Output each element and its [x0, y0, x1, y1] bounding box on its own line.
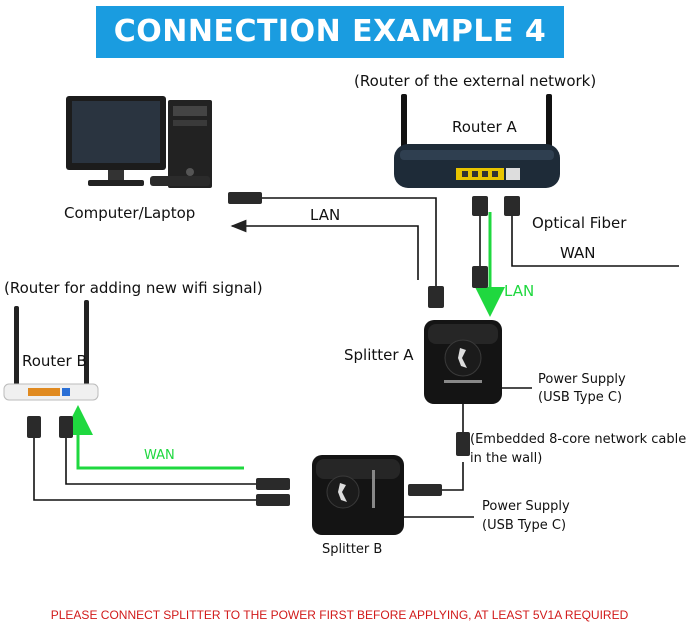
lan-green-label: LAN — [504, 282, 535, 300]
connector-plugs — [27, 192, 520, 506]
cables — [33, 197, 679, 518]
wan-top-label: WAN — [560, 244, 596, 262]
embedded-cable-line1: (Embedded 8-core network cable — [470, 432, 686, 447]
power-a-line2: (USB Type C) — [538, 390, 623, 405]
router-a-label: Router A — [452, 118, 517, 136]
embedded-cable-line2: in the wall) — [470, 451, 543, 466]
router-b-label: Router B — [22, 352, 87, 370]
splitter-b-label: Splitter B — [322, 542, 383, 557]
power-b-line1: Power Supply — [482, 499, 570, 514]
power-warning-footer: PLEASE CONNECT SPLITTER TO THE POWER FIR… — [50, 608, 629, 622]
highlight-cables — [63, 212, 505, 470]
router-b-caption: (Router for adding new wifi signal) — [4, 279, 263, 297]
optical-fiber-label: Optical Fiber — [532, 214, 627, 232]
splitter-a-label: Splitter A — [344, 346, 414, 364]
router-b-icon — [3, 300, 99, 401]
wan-green-label: WAN — [144, 448, 175, 463]
router-a-icon — [394, 94, 560, 188]
router-a-caption: (Router of the external network) — [354, 72, 597, 90]
splitter-b-icon — [312, 455, 404, 535]
computer-label: Computer/Laptop — [64, 204, 196, 222]
power-a-line1: Power Supply — [538, 372, 626, 387]
lan-top-label: LAN — [310, 206, 341, 224]
power-b-line2: (USB Type C) — [482, 518, 567, 533]
title-banner: CONNECTION EXAMPLE 4 — [96, 6, 564, 58]
splitter-a-icon — [424, 320, 502, 404]
computer-icon — [66, 96, 212, 188]
